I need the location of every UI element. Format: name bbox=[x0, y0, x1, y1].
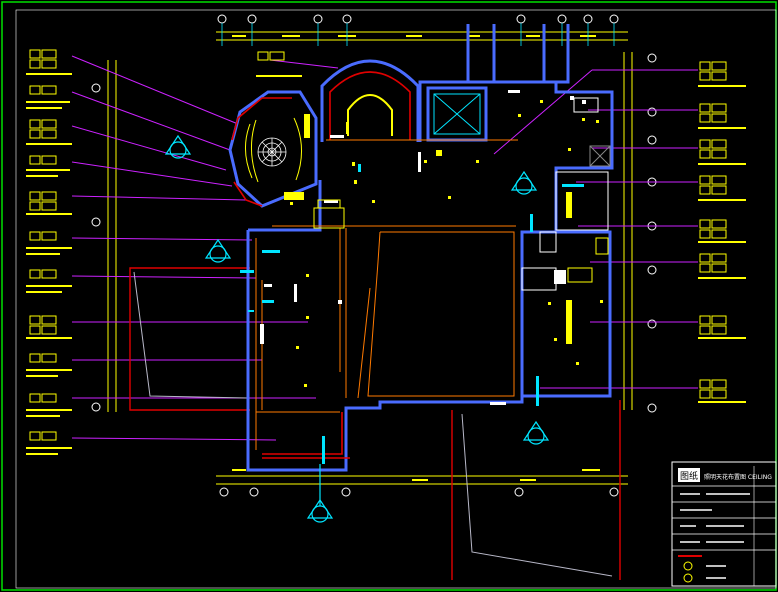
title-block: 图纸 照明天花布置图 CEILING bbox=[671, 461, 777, 587]
inner-frame bbox=[15, 9, 777, 589]
stair-steps bbox=[245, 117, 303, 183]
title-block-heading: 图纸 bbox=[680, 470, 698, 482]
chandelier-fixture bbox=[257, 137, 287, 167]
leader-lines bbox=[71, 55, 698, 441]
section-markers bbox=[164, 134, 550, 523]
title-block-symbol-2 bbox=[683, 573, 693, 583]
top-axis-markers bbox=[217, 14, 619, 46]
light-fixtures bbox=[240, 90, 603, 464]
title-block-subtitle: 照明天花布置图 CEILING bbox=[704, 473, 772, 481]
red-boundary-lines bbox=[129, 267, 621, 580]
right-annotation-tags bbox=[698, 61, 746, 403]
title-block-symbol-1 bbox=[683, 561, 693, 571]
top-dimension-strip bbox=[216, 31, 628, 41]
right-dimension-line bbox=[623, 52, 633, 410]
floor-plan-walls bbox=[228, 24, 614, 472]
left-annotation-tags bbox=[26, 49, 72, 455]
left-dimension-line bbox=[107, 60, 117, 412]
furniture-blocks bbox=[313, 97, 609, 291]
elevator-symbol bbox=[433, 93, 481, 135]
mech-shaft-symbol bbox=[589, 145, 611, 167]
inner-walls-red bbox=[231, 71, 411, 459]
bottom-dimension-strip bbox=[216, 469, 628, 485]
arch-feature bbox=[347, 94, 393, 136]
right-axis-markers bbox=[647, 53, 657, 413]
bottom-axis-markers bbox=[219, 487, 619, 497]
grey-site-lines bbox=[133, 271, 613, 577]
left-axis-markers bbox=[91, 83, 101, 412]
dome-annotation-tag bbox=[256, 51, 302, 77]
